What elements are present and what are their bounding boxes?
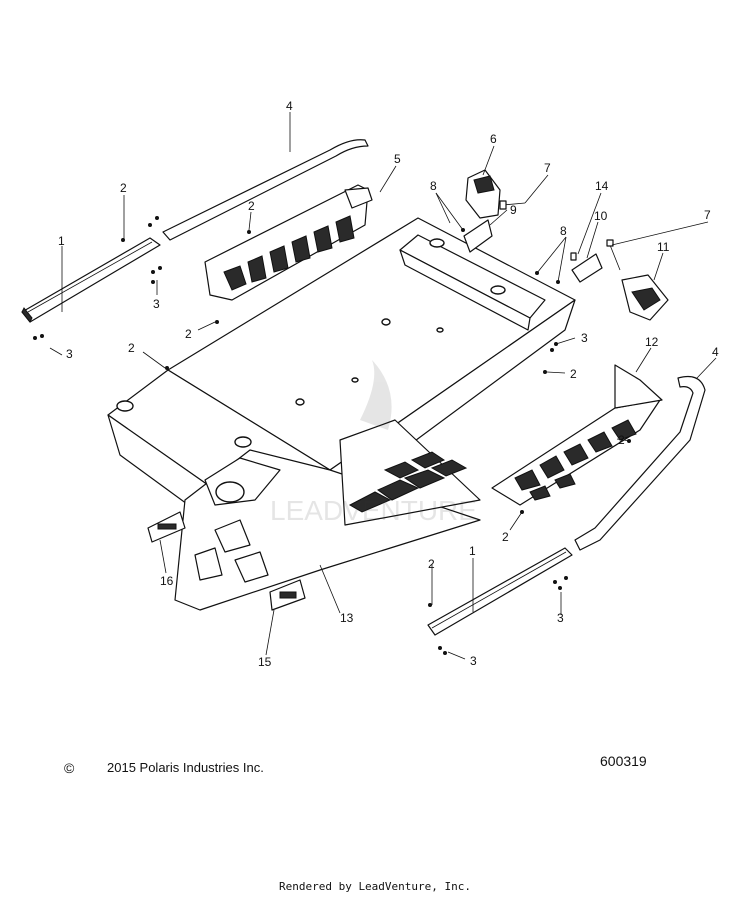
callout-5: 5 xyxy=(394,152,401,166)
callout-4-top: 4 xyxy=(286,99,293,113)
callout-3-c: 3 xyxy=(581,331,588,345)
callout-2-d: 2 xyxy=(128,341,135,355)
mount-bracket-10 xyxy=(571,253,603,283)
callout-2-b: 2 xyxy=(248,199,255,213)
mount-bracket-11 xyxy=(621,274,669,321)
front-side-panel xyxy=(174,419,481,611)
callout-3-e: 3 xyxy=(470,654,477,668)
callout-7-b: 7 xyxy=(704,208,711,222)
callout-11: 11 xyxy=(657,240,670,254)
mount-bracket-14 xyxy=(570,252,577,261)
callout-1-right: 1 xyxy=(469,544,476,558)
callout-8-a: 8 xyxy=(430,179,437,193)
callout-labels: 1 2 3 3 4 5 2 2 2 6 7 8 9 14 10 7 8 11 3… xyxy=(58,99,719,669)
diagram-number: 600319 xyxy=(600,753,647,769)
copyright-symbol: © xyxy=(64,760,75,776)
callout-13: 13 xyxy=(340,611,354,625)
callout-2-h: 2 xyxy=(428,557,435,571)
mount-bracket-9 xyxy=(463,219,493,253)
callout-15: 15 xyxy=(258,655,272,669)
left-running-board xyxy=(204,184,373,301)
callout-6: 6 xyxy=(490,132,497,146)
left-slide-rail xyxy=(21,237,161,323)
callout-2-f: 2 xyxy=(618,433,625,447)
right-running-board xyxy=(491,364,663,506)
mount-bracket-6 xyxy=(465,169,501,219)
callout-1-left: 1 xyxy=(58,234,65,248)
callout-2-e: 2 xyxy=(570,367,577,381)
callout-7-a: 7 xyxy=(544,161,551,175)
bolt-7-right xyxy=(606,239,621,271)
callout-8-b: 8 xyxy=(560,224,567,238)
rear-bumper-top xyxy=(162,139,369,241)
callout-14: 14 xyxy=(595,179,609,193)
callout-3-b: 3 xyxy=(66,347,73,361)
rear-bumper-right xyxy=(574,375,706,551)
callout-2-g: 2 xyxy=(502,530,509,544)
callout-3-a: 3 xyxy=(153,297,160,311)
copyright-text: 2015 Polaris Industries Inc. xyxy=(107,760,264,775)
callout-2-c: 2 xyxy=(185,327,192,341)
callout-12: 12 xyxy=(645,335,659,349)
callout-4-right: 4 xyxy=(712,345,719,359)
leadventure-watermark: LEADVENTURE xyxy=(270,360,477,526)
callout-3-d: 3 xyxy=(557,611,564,625)
bolt-7-left xyxy=(499,200,526,210)
svg-text:LEADVENTURE: LEADVENTURE xyxy=(270,495,477,526)
rendered-by-credit: Rendered by LeadVenture, Inc. xyxy=(278,880,472,893)
callout-9: 9 xyxy=(510,203,517,217)
callout-2-a: 2 xyxy=(120,181,127,195)
callout-10: 10 xyxy=(594,209,608,223)
leader-lines xyxy=(49,112,717,660)
mount-bracket-15 xyxy=(269,579,306,611)
callout-16: 16 xyxy=(160,574,174,588)
right-slide-rail xyxy=(427,547,573,636)
mount-bracket-16 xyxy=(147,511,186,543)
